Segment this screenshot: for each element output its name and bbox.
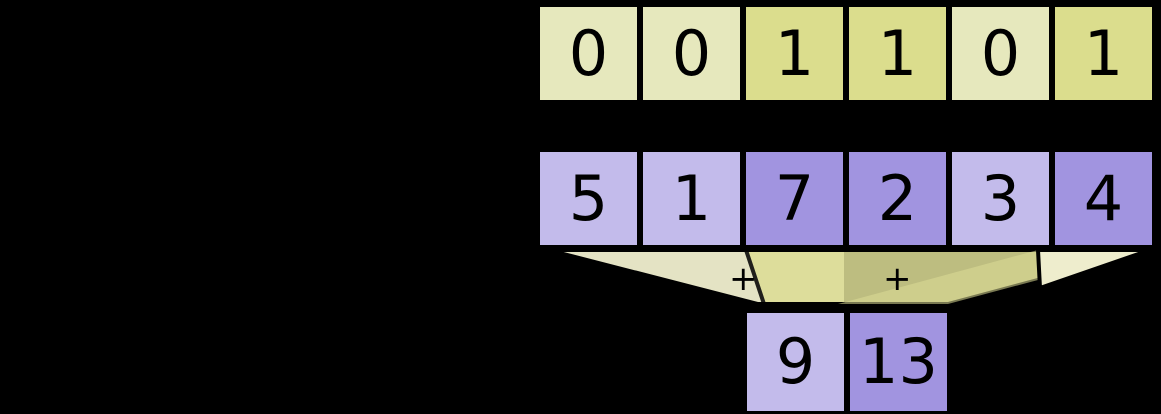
value-cell-5[interactable]: 4 [1052,149,1155,248]
value-cell-0[interactable]: 5 [537,149,640,248]
value-cell-1-value: 1 [671,161,712,235]
value-cell-4[interactable]: 3 [949,149,1052,248]
value-cell-1[interactable]: 1 [640,149,743,248]
flag-cell-0[interactable]: 0 [537,4,640,103]
flag-cell-3[interactable]: 1 [846,4,949,103]
value-cell-0-value: 5 [568,161,609,235]
right-funnel-shape [743,248,1151,306]
flag-cell-4[interactable]: 0 [949,4,1052,103]
value-cell-5-value: 4 [1083,161,1124,235]
flag-cell-4-value: 0 [980,16,1021,90]
flag-cell-2-value: 1 [774,16,815,90]
result-cell-1[interactable]: 13 [847,310,950,414]
flag-cell-2[interactable]: 1 [743,4,846,103]
flag-cell-1-value: 0 [671,16,712,90]
value-cell-4-value: 3 [980,161,1021,235]
flag-cell-0-value: 0 [568,16,609,90]
operator-plus-right: + [883,259,912,299]
flag-cell-1[interactable]: 0 [640,4,743,103]
value-cell-3[interactable]: 2 [846,149,949,248]
flag-cell-3-value: 1 [877,16,918,90]
value-cell-2[interactable]: 7 [743,149,846,248]
result-cell-1-value: 13 [859,325,938,398]
flag-cell-5-value: 1 [1083,16,1124,90]
result-cell-0-value: 9 [775,325,816,398]
value-cell-2-value: 7 [774,161,815,235]
right-funnel-notch [1035,248,1151,291]
left-funnel-shape [547,248,848,306]
operator-plus-left: + [729,259,758,299]
value-cell-3-value: 2 [877,161,918,235]
result-cell-0[interactable]: 9 [744,310,847,414]
flag-cell-5[interactable]: 1 [1052,4,1155,103]
